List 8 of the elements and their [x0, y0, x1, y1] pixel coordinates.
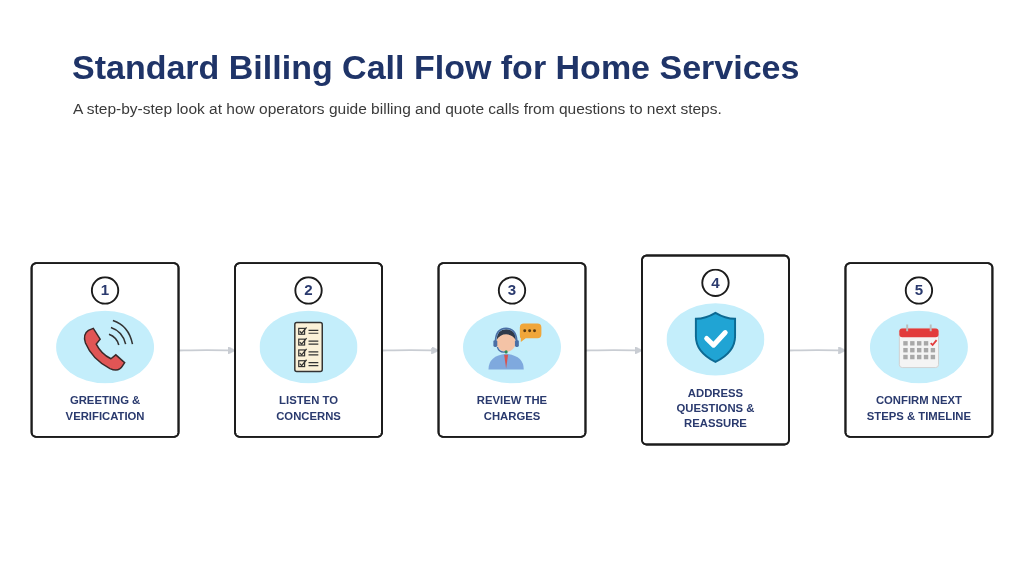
- step-label: REVIEW THE CHARGES: [475, 393, 549, 424]
- step-label: ADDRESS QUESTIONS & REASSURE: [675, 385, 756, 432]
- subtitle: A step-by-step look at how operators guide billing and quote calls from questions to next steps.: [73, 100, 722, 118]
- arrow: [178, 346, 236, 355]
- title: Standard Billing Call Flow for Home Services: [72, 48, 800, 87]
- step-label: LISTEN TO CONCERNS: [275, 393, 342, 424]
- step-label: GREETING & VERIFICATION: [64, 393, 146, 424]
- step-label: CONFIRM NEXT STEPS & TIMELINE: [865, 393, 973, 424]
